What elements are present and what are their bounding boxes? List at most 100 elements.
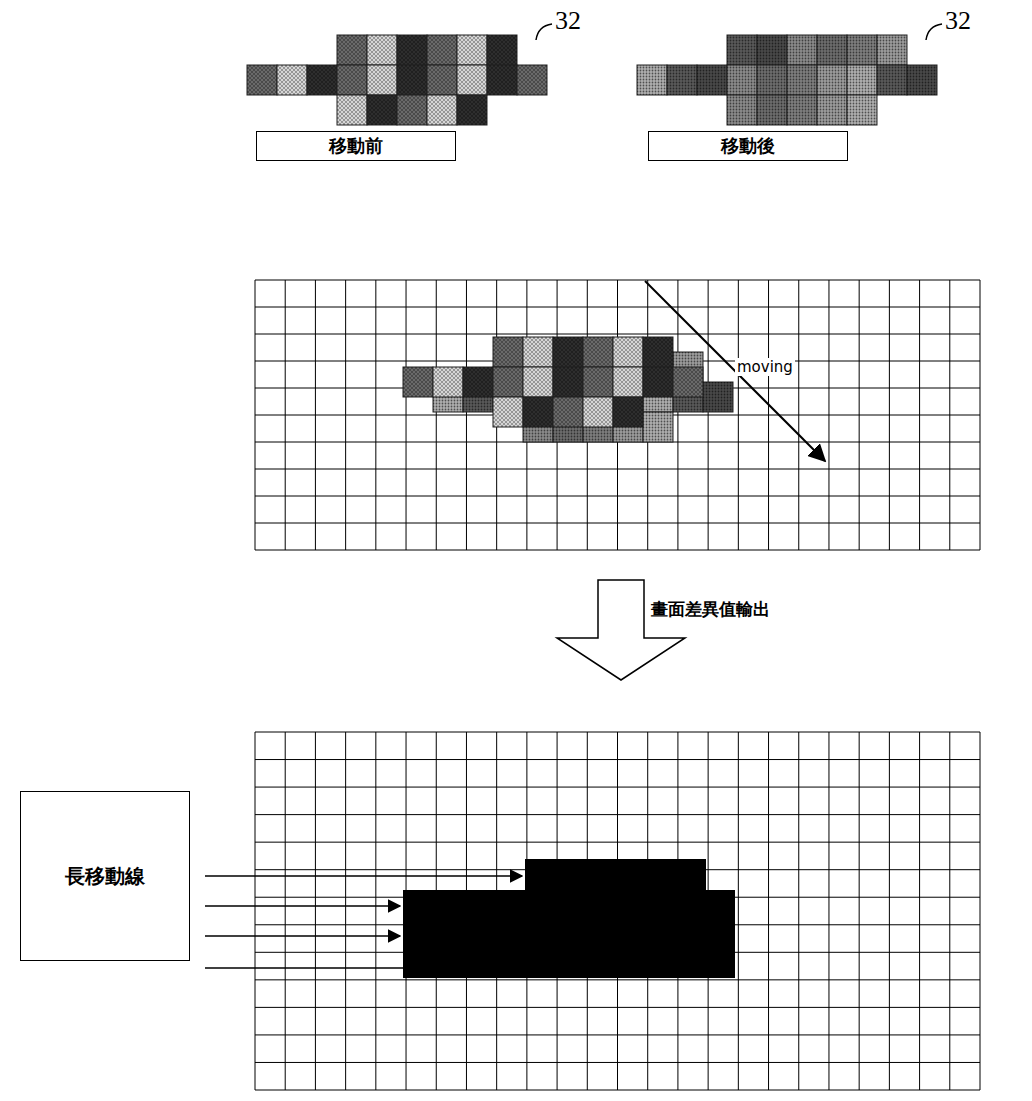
pixel-texture bbox=[337, 65, 367, 95]
moving-line bbox=[205, 967, 463, 969]
difference-region bbox=[403, 859, 735, 978]
pixel-texture bbox=[673, 367, 703, 397]
grid-line bbox=[255, 334, 980, 335]
grid-line bbox=[859, 732, 860, 1090]
pixel-cell bbox=[637, 65, 667, 95]
pixel-cell bbox=[457, 35, 487, 65]
pixel-cell bbox=[457, 65, 487, 95]
pixel-cell bbox=[517, 65, 547, 95]
pixel-cell bbox=[847, 65, 877, 95]
pixel-cell bbox=[397, 35, 427, 65]
pixel-texture bbox=[847, 95, 877, 125]
pixel-cell bbox=[727, 35, 757, 65]
pixel-texture bbox=[397, 95, 427, 125]
pixel-texture bbox=[643, 412, 673, 442]
pixel-texture bbox=[757, 65, 787, 95]
pixel-texture bbox=[613, 337, 643, 367]
pixel-texture bbox=[457, 95, 487, 125]
pixel-cell bbox=[757, 65, 787, 95]
pixel-cell bbox=[817, 35, 847, 65]
pixel-texture bbox=[697, 65, 727, 95]
pixel-cell bbox=[817, 95, 847, 125]
pixel-texture bbox=[553, 337, 583, 367]
pixel-cell bbox=[643, 367, 673, 397]
pixel-texture bbox=[787, 35, 817, 65]
pixel-cell bbox=[757, 35, 787, 65]
state-box: 移動後 bbox=[648, 131, 848, 161]
grid-line bbox=[255, 496, 980, 497]
grid-line bbox=[285, 732, 286, 1090]
pixel-texture bbox=[523, 397, 553, 427]
pixel-cell bbox=[613, 337, 643, 367]
node-text: 移動前 bbox=[329, 134, 383, 158]
pixel-cell bbox=[847, 95, 877, 125]
grid-line bbox=[255, 550, 980, 551]
pixel-texture bbox=[583, 397, 613, 427]
grid-line bbox=[255, 1062, 980, 1063]
pixel-texture bbox=[877, 35, 907, 65]
callout-number: 32 bbox=[945, 6, 971, 36]
callout-number: 32 bbox=[555, 6, 581, 36]
grid-line bbox=[768, 732, 769, 1090]
pixel-cell bbox=[697, 65, 727, 95]
pixel-texture bbox=[637, 65, 667, 95]
pixel-cell bbox=[367, 65, 397, 95]
pixel-cell bbox=[493, 367, 523, 397]
grid-line bbox=[315, 732, 316, 1090]
grid-line bbox=[255, 842, 980, 843]
grid-line bbox=[255, 759, 980, 760]
pixel-texture bbox=[517, 65, 547, 95]
grid-line bbox=[255, 1007, 980, 1008]
pixel-texture bbox=[493, 397, 523, 427]
pixel-texture bbox=[523, 337, 553, 367]
pixel-texture bbox=[847, 35, 877, 65]
pixel-texture bbox=[367, 35, 397, 65]
pixel-cell bbox=[523, 367, 553, 397]
pixel-texture bbox=[403, 367, 433, 397]
pixel-texture bbox=[427, 95, 457, 125]
pixel-cell bbox=[247, 65, 277, 95]
pixel-cell bbox=[457, 95, 487, 125]
pixel-cell bbox=[427, 95, 457, 125]
grid-line bbox=[255, 1090, 980, 1091]
pixel-cell bbox=[463, 367, 493, 397]
pixel-cell bbox=[487, 65, 517, 95]
pixel-cell bbox=[727, 95, 757, 125]
pixel-texture bbox=[643, 367, 673, 397]
grid-line bbox=[255, 787, 980, 788]
pixel-cell bbox=[817, 65, 847, 95]
pixel-texture bbox=[787, 65, 817, 95]
pixel-texture bbox=[457, 65, 487, 95]
pixel-texture bbox=[757, 95, 787, 125]
pixel-cell bbox=[643, 337, 673, 367]
output-arrow bbox=[557, 580, 685, 680]
pixel-cell bbox=[727, 65, 757, 95]
pixel-cell bbox=[673, 367, 703, 397]
pixel-texture bbox=[493, 367, 523, 397]
grid-line bbox=[828, 732, 829, 1090]
moving-arrow bbox=[645, 281, 825, 461]
pixel-cell bbox=[487, 35, 517, 65]
pixel-texture bbox=[877, 65, 907, 95]
pixel-cell bbox=[367, 95, 397, 125]
pixel-cell bbox=[553, 367, 583, 397]
grid-line bbox=[255, 280, 980, 281]
pixel-cell bbox=[787, 35, 817, 65]
pixel-texture bbox=[457, 35, 487, 65]
pixel-texture bbox=[703, 382, 733, 412]
grid-line bbox=[255, 1034, 980, 1035]
pixel-cell bbox=[403, 367, 433, 397]
pixel-cell bbox=[877, 35, 907, 65]
pixel-texture bbox=[487, 65, 517, 95]
node-text: 長移動線 bbox=[65, 863, 145, 890]
object-mosaic bbox=[247, 35, 937, 442]
pixel-texture bbox=[523, 367, 553, 397]
pixel-cell bbox=[583, 337, 613, 367]
pixel-texture bbox=[727, 95, 757, 125]
pixel-texture bbox=[247, 65, 277, 95]
node-text: 移動後 bbox=[721, 134, 775, 158]
pixel-texture bbox=[583, 367, 613, 397]
leader-line bbox=[926, 24, 942, 40]
grid-line bbox=[980, 732, 981, 1090]
grid-line bbox=[255, 523, 980, 524]
